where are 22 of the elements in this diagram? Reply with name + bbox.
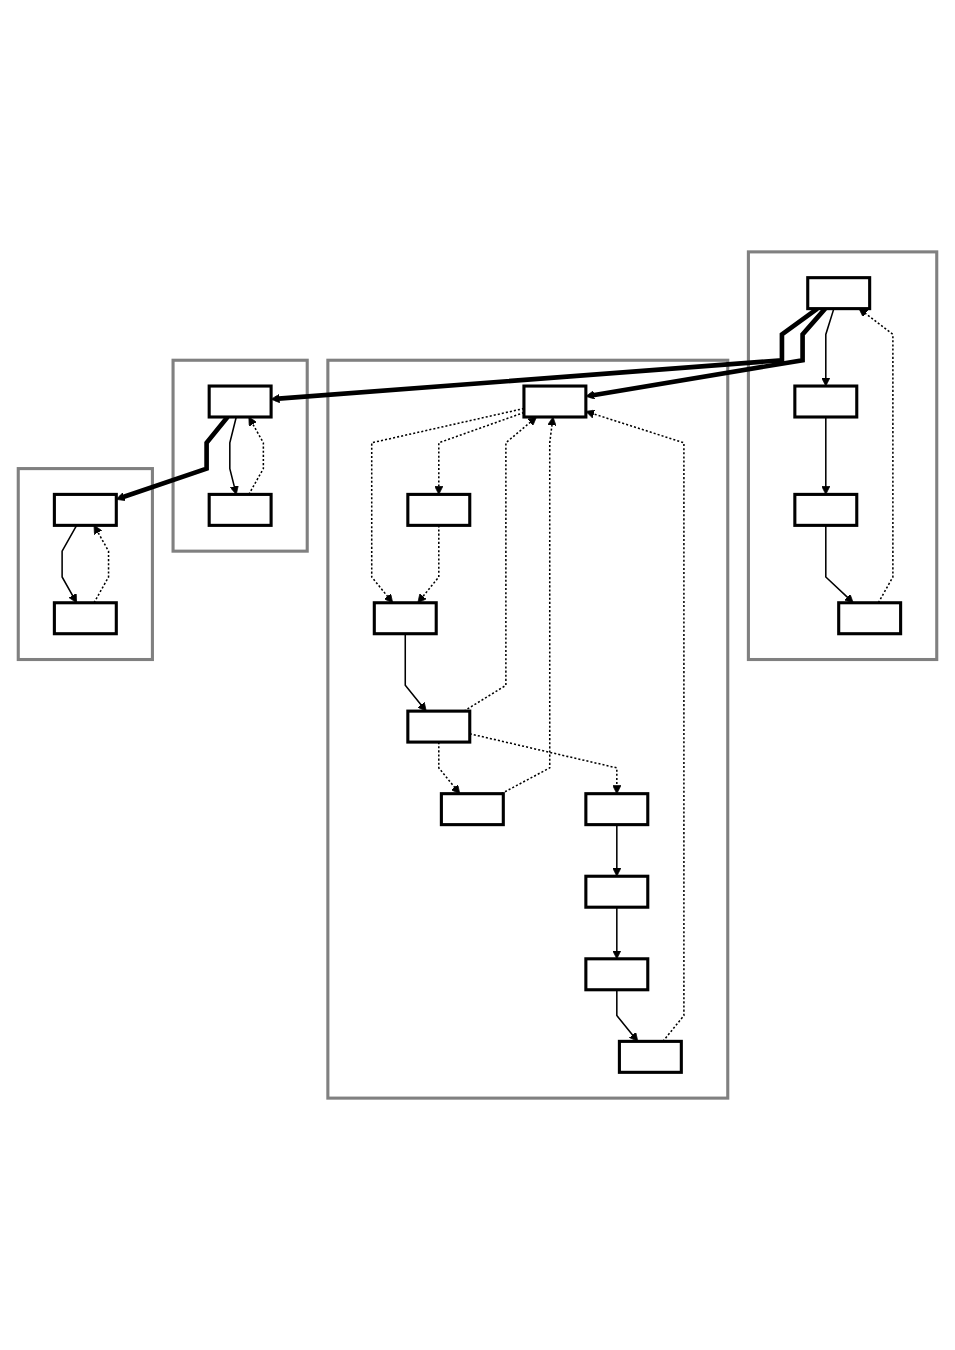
node-box — [617, 1039, 683, 1074]
node-box — [406, 492, 472, 527]
node-box — [584, 874, 650, 909]
arrow — [616, 989, 639, 1042]
node-box — [806, 276, 872, 311]
cluster — [746, 250, 939, 662]
node-box — [793, 492, 859, 527]
node-box — [439, 792, 505, 827]
cluster — [16, 467, 154, 662]
node-box — [837, 601, 903, 636]
node-box — [584, 957, 650, 992]
node-box — [207, 384, 273, 419]
cluster — [326, 358, 730, 1100]
node-box — [406, 709, 472, 744]
node-box — [52, 492, 118, 527]
node-box — [372, 601, 438, 636]
node-box — [793, 384, 859, 419]
node-box — [584, 792, 650, 827]
node-box — [207, 492, 273, 527]
node-box — [52, 601, 118, 636]
node-box — [522, 384, 588, 419]
cluster — [171, 358, 309, 553]
